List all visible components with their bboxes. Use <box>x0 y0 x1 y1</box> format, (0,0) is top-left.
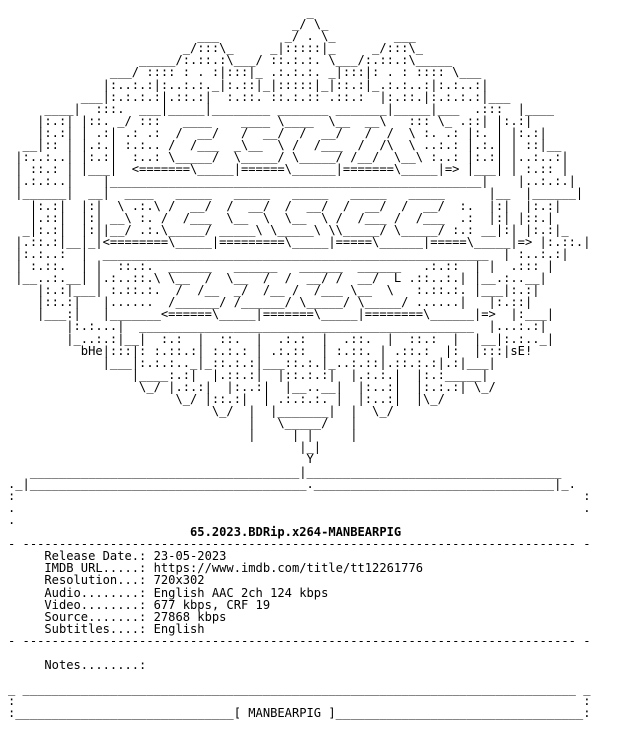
ascii-logo-line: |:..:..| |:.:| :..: \_____/ \_____/ \___… <box>15 150 569 165</box>
info-field-row: IMDB URL.....: https://www.imdb.com/titl… <box>8 561 423 575</box>
ascii-logo-line: |___|:.:.:.._|_::.:.:|___::.:.|_..:.::|.… <box>102 355 496 370</box>
ascii-logo-line: \_/ |::.:| | .:.:.:. | |:..:| |\_/ <box>175 392 445 406</box>
ascii-logo-line: |:.:...| _______________________________… <box>66 319 547 334</box>
info-field-value: 677 kbps, CRF 19 <box>153 597 271 612</box>
ascii-logo-line: |:.:| | .:| .: .: / __/ / __/ / __/ / / … <box>37 125 547 140</box>
ascii-logo-line: |:..:.:|:..:.:._|:.::|_|:::::|_|::.:|_.:… <box>102 77 489 92</box>
info-field-row: Source.......: 27868 kbps <box>8 610 226 624</box>
ascii-logo-line: |.::| |:| __\ :. / /___ \__ \ \__ \ / /_… <box>29 210 555 225</box>
ascii-logo-line: _/:::\_ _|:::::|_ _/:::\_ <box>182 41 424 56</box>
ascii-logo-line: |___:| |_______<======\_____|=======\___… <box>37 307 555 322</box>
separator-middle: - --------------------------------------… <box>8 633 591 648</box>
ascii-logo-line: __|:: | |.:.| :.:.. / /___ _\__ \ / /___… <box>22 138 562 153</box>
footer-border: _ ______________________________________… <box>8 682 590 720</box>
header-border-line: : : <box>8 488 591 503</box>
separator-top: - --------------------------------------… <box>8 537 591 552</box>
footer-border-line: _ ______________________________________… <box>8 682 591 697</box>
ascii-logo-line: |.:.:..| |______________________________… <box>15 174 576 189</box>
ascii-logo-line: _/ \_ <box>291 17 329 32</box>
header-border-line: ._|_____________________________________… <box>8 476 576 491</box>
info-field-value: 23-05-2023 <box>153 549 227 564</box>
ascii-logo-line: |:.:..: | ______________________________… <box>15 246 569 261</box>
info-field-value: English <box>153 621 205 636</box>
ascii-logo-line: ____| :::. ___|_____|________ _______ __… <box>44 101 555 116</box>
ascii-logo-line: _ <box>306 5 314 19</box>
header-border-line: . <box>8 512 16 527</box>
ascii-logo-line: ___ _/ . \_ ___ <box>197 29 416 44</box>
info-field-value: 27868 kbps <box>153 609 227 624</box>
notes-label: Notes........: <box>8 658 146 672</box>
ascii-logo-line: |______| __| ____ _____ _____ _____ ____… <box>15 186 584 201</box>
header-border-line: . . <box>8 500 591 515</box>
ascii-logo-line: ___/ :::: : . :|:::|_ .:.:.:. _|:::|: . … <box>109 65 482 80</box>
info-field-label: Audio........: <box>44 585 147 600</box>
ascii-logo-line: |.::.:|__|_|<========\_____|=========\__… <box>15 234 591 249</box>
info-field-label: Source.......: <box>44 609 147 624</box>
footer-border-line: :______________________________[ MANBEAR… <box>8 706 591 721</box>
ascii-logo-line: \_/ | |_______| | \_/ <box>211 404 394 419</box>
header-border-line: _____________________________________|__… <box>29 464 562 479</box>
ascii-logo-line: |____:.:| |.::.:| |::.:.:| |.:.:.| |:.:_… <box>131 367 489 382</box>
info-field-value: English AAC 2ch 124 kbps <box>153 585 329 600</box>
info-field-row: Video........: 677 kbps, CRF 19 <box>8 598 270 612</box>
info-field-row: Audio........: English AAC 2ch 124 kbps <box>8 586 328 600</box>
info-field-label: Subtitles....: <box>44 621 147 636</box>
header-border: _____________________________________|__… <box>8 465 590 527</box>
ascii-logo-line: \_/ |.:.:| |:..:| |__..__| |:..:| |:.:.:… <box>139 379 496 394</box>
ascii-logo: _ _/ \_ ___ _/ . \_ ___ _/:::\_ _|:::::|… <box>8 5 590 466</box>
ascii-logo-line: bHe|:::|: :.::.:| :.:.: | .:.:: | :.::. … <box>80 343 533 358</box>
ascii-logo-line: | :.::. | | ::.:. ______ ______ ______ _… <box>15 258 555 273</box>
ascii-logo-line: | \_____/ | <box>248 416 358 431</box>
info-field-label: IMDB URL.....: <box>44 561 147 576</box>
release-title: 65.2023.BDRip.x264-MANBEARPIG <box>8 525 401 539</box>
ascii-logo-line: |:.:|___| :.::.:. / /__ _/ /__ / /___ \_… <box>37 283 540 298</box>
info-field-value: 720x302 <box>153 573 205 588</box>
info-fields: Release Date.: 23-05-2023 IMDB URL.....:… <box>8 549 423 636</box>
ascii-logo-line: | ::.: | |___| <=======\_____|======\___… <box>15 162 569 177</box>
info-field-label: Video........: <box>44 597 147 612</box>
info-field-row: Subtitles....: English <box>8 621 205 636</box>
info-field-label: Resolution...: <box>44 573 147 588</box>
nfo-text-block: _ _/ \_ ___ _/ . \_ ___ _/:::\_ _|:::::|… <box>8 6 590 720</box>
ascii-logo-line: |:.:| |::. _/ ::: ____ ____ \____ \__ __… <box>37 113 533 128</box>
ascii-logo-line: _|:.:| |:||__/ .:.\_____/ _____\ \_____\… <box>22 222 569 237</box>
ascii-logo-line: ___|:.:.:.:|.::.:| :.::. ::.:.:: .::.: |… <box>80 89 511 104</box>
info-field-row: Resolution...: 720x302 <box>8 573 205 588</box>
notes-field-label: Notes........: <box>44 658 147 673</box>
ascii-logo-line: |:.:| |:| \ .:.\ / __/ / __/ / __/ / __/… <box>29 198 562 213</box>
ascii-logo-line: |_| <box>299 440 322 455</box>
release-name: 65.2023.BDRip.x264-MANBEARPIG <box>190 525 402 540</box>
ascii-logo-line: Y <box>306 452 314 467</box>
info-field-row: Release Date.: 23-05-2023 <box>8 549 226 563</box>
info-field-label: Release Date.: <box>44 549 147 564</box>
ascii-logo-line: |::.:| |...... /______/ /______/ \_____/… <box>37 295 533 310</box>
footer-border-line: : : <box>8 694 591 709</box>
ascii-logo-line: _____/:.::.:\___/ ::.:.:. \___/:.::.:\__… <box>139 53 453 68</box>
info-field-value: https://www.imdb.com/title/tt12261776 <box>153 561 424 576</box>
ascii-logo-line: |__..:.__| |.:..::.\ \__ / \__ / / __/ /… <box>15 271 547 286</box>
ascii-logo-line: | | | | <box>248 428 358 443</box>
ascii-logo-line: |_..:.:|__| :.: | ::. | .:.: | .::. | ::… <box>66 331 555 346</box>
